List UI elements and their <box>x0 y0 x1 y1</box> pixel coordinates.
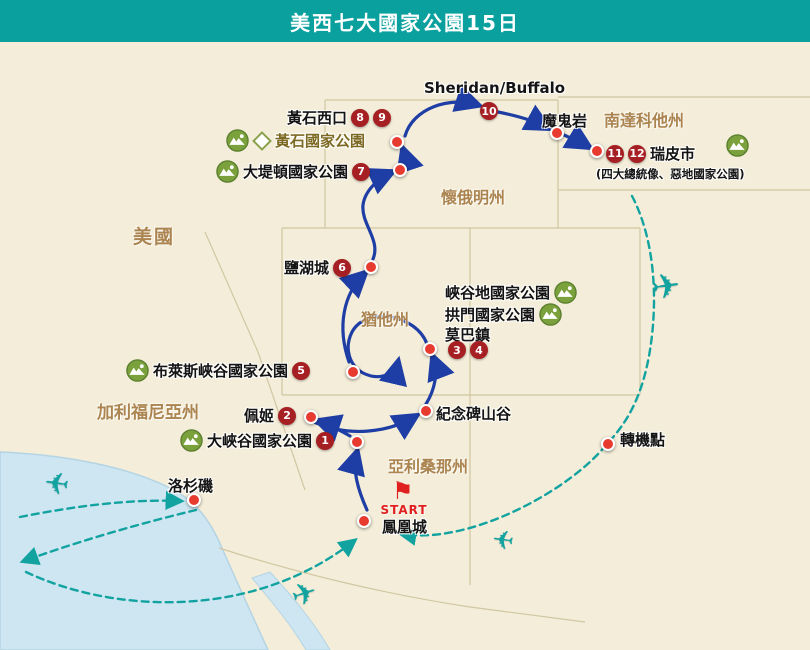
national-park-icon <box>216 160 239 183</box>
city-dot-grand-canyon <box>350 435 364 449</box>
national-park-icon <box>554 281 577 304</box>
stop-row-yellowstone: 黃石國家公園 <box>226 129 365 152</box>
region-label-utah: 猶他州 <box>361 310 410 329</box>
stop-row-bryce: 布萊斯峽谷國家公園 5 <box>126 359 311 382</box>
national-park-icon <box>126 359 149 382</box>
stop-marker-4: 4 <box>470 341 488 359</box>
stop-label-monument-valley: 紀念碑山谷 <box>436 405 512 423</box>
stop-row-grand-teton: 大堤頓國家公園 7 <box>216 160 371 183</box>
drive-routes <box>311 84 595 512</box>
region-label-wyoming: 懷俄明州 <box>441 188 506 207</box>
stop-marker-2: 2 <box>278 406 297 425</box>
stop-label-devils-tower: 魔鬼岩 <box>542 112 588 130</box>
stop-row-grand-canyon: 大峽谷國家公園 1 <box>180 429 335 452</box>
stop-markers-moab: 3 4 <box>448 341 488 359</box>
region-label-arizona: 亞利桑那州 <box>388 457 469 476</box>
gulf-of-california <box>251 571 331 650</box>
national-park-icon <box>539 303 562 326</box>
stop-row-canyonlands: 峽谷地國家公園 <box>445 281 577 304</box>
city-dot-devils-tower <box>550 126 564 140</box>
flight-routes <box>18 194 656 604</box>
stop-label-arches: 拱門國家公園 <box>445 306 536 324</box>
stop-marker-3: 3 <box>448 341 466 359</box>
city-dot-grand-teton <box>393 163 407 177</box>
city-dot-page <box>304 410 318 424</box>
city-dot-los-angeles <box>187 493 201 507</box>
stop-label-grand-canyon: 大峽谷國家公園 <box>207 432 313 450</box>
region-label-south-dakota: 南達科他州 <box>604 111 685 130</box>
stop-label-rapid-city: 瑞皮市 <box>650 145 696 163</box>
stop-label-salt-lake: 鹽湖城 <box>284 259 330 277</box>
stop-marker-1: 1 <box>316 431 335 450</box>
stop-label-bryce: 布萊斯峽谷國家公園 <box>153 362 289 380</box>
stop-label-transfer: 轉機點 <box>620 431 666 449</box>
national-park-icon <box>226 129 249 152</box>
stop-marker-7: 7 <box>352 162 371 181</box>
stop-label-grand-teton: 大堤頓國家公園 <box>243 163 349 181</box>
mexico-border <box>218 547 586 623</box>
city-dot-transfer <box>601 437 615 451</box>
plane-icon: ✈ <box>649 265 684 309</box>
stop-row-west-yellowstone: 黃石西口 8 9 <box>287 107 392 128</box>
city-dot-bryce <box>346 365 360 379</box>
stop-marker-10: 10 <box>480 102 498 120</box>
region-label-usa: 美國 <box>133 226 176 248</box>
national-park-icon <box>180 429 203 452</box>
stop-row-salt-lake: 鹽湖城 6 <box>284 257 352 278</box>
stop-marker-8: 8 <box>351 108 370 127</box>
city-dot-moab <box>423 342 437 356</box>
plane-icon: ✈ <box>41 465 72 504</box>
stop-label-moab: 莫巴鎮 <box>445 326 491 344</box>
stop-row-arches: 拱門國家公園 <box>445 303 562 326</box>
stop-label-yellowstone: 黃石國家公園 <box>275 132 366 150</box>
city-dot-monument-valley <box>419 404 433 418</box>
state-borders <box>204 96 810 623</box>
city-dot-phoenix <box>357 514 371 528</box>
stop-note-rapid-city: (四大總統像、惡地國家公園) <box>596 167 745 181</box>
stop-label-los-angeles: 洛杉磯 <box>168 477 214 495</box>
stop-marker-9: 9 <box>373 108 392 127</box>
stop-label-sheridan: Sheridan/Buffalo <box>424 79 566 97</box>
page-title: 美西七大國家公園15日 <box>290 10 520 35</box>
stop-label-canyonlands: 峽谷地國家公園 <box>445 284 551 302</box>
stop-marker-12: 12 <box>628 144 646 163</box>
city-dot-salt-lake <box>364 260 378 274</box>
region-label-california: 加利福尼亞州 <box>97 403 199 423</box>
start-flag-icon: ⚑ <box>392 477 414 505</box>
start-label: START <box>380 503 428 517</box>
national-park-icon <box>726 134 749 157</box>
stop-marker-6: 6 <box>333 258 352 277</box>
header-bar: 美西七大國家公園15日 <box>0 0 810 42</box>
city-dot-rapid-city <box>590 144 604 158</box>
stop-label-west-yellowstone: 黃石西口 <box>287 109 348 127</box>
stop-row-rapid-city: 11 12 瑞皮市 <box>606 143 695 164</box>
stop-marker-5: 5 <box>292 361 311 380</box>
plane-icon: ✈ <box>490 524 516 558</box>
stop-label-phoenix: 鳳凰城 <box>382 518 428 536</box>
stop-label-page: 佩姬 <box>244 407 275 425</box>
stop-marker-11: 11 <box>606 144 624 163</box>
stop-row-page: 佩姬 2 <box>244 405 297 426</box>
diamond-icon <box>252 130 272 151</box>
city-dot-west-yellowstone <box>390 135 404 149</box>
